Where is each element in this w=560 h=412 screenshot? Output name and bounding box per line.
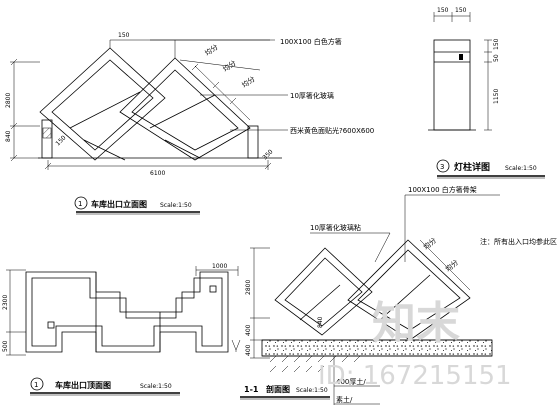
elevation-note-glass: 10厚箸化玻璃 xyxy=(290,91,334,100)
plan-outline-inner xyxy=(31,277,223,347)
section-layer-2: 素土/ xyxy=(336,395,353,404)
elevation-equal-3: 均分 xyxy=(240,74,257,89)
section-height-dim: 2800 xyxy=(245,280,252,295)
section-mid-dim: 840 xyxy=(317,316,324,328)
lamp-height-dim-2: 50 xyxy=(493,54,500,62)
plan-title: 车库出口顶面图 xyxy=(55,380,111,390)
plan-title-marker xyxy=(30,377,44,391)
lamp-title-num: 3 xyxy=(440,163,444,171)
plan-top-dim: 1000 xyxy=(212,263,227,270)
watermark-id: ID: 167215151 xyxy=(318,361,512,391)
section-panel-2-inner xyxy=(357,249,461,331)
plan-left-dim-b: 500 xyxy=(2,340,9,352)
elevation-bottom-dim: 840 xyxy=(5,130,12,142)
plan-drawing: 2300 500 1000 1 车库出口顶面图 Scale:1:50 xyxy=(2,263,239,396)
plan-scale: Scale:1:50 xyxy=(140,383,172,390)
lamp-height-dim-1: 150 xyxy=(493,38,500,50)
watermark-logo: 知末 xyxy=(372,298,460,349)
section-scale: Scale:1:50 xyxy=(296,387,328,394)
section-dim-400a: 400 xyxy=(245,324,252,336)
lamp-width-dim-2: 150 xyxy=(455,7,467,14)
elevation-scale: Scale:1:50 xyxy=(160,202,192,209)
glass-panel-right-outer xyxy=(119,57,251,161)
elevation-top-dim-a: 150 xyxy=(118,32,130,39)
elevation-height-dim: 2800 xyxy=(5,93,12,108)
elevation-equal-2: 均分 xyxy=(221,58,238,73)
lamp-title-marker xyxy=(436,159,450,173)
section-panel-1-inner xyxy=(284,257,363,327)
elevation-title: 车库出口立面图 xyxy=(91,199,147,209)
plan-left-dim: 2300 xyxy=(2,295,9,310)
elevation-equal-1: 均分 xyxy=(203,42,220,57)
glass-panel-left-inner xyxy=(51,59,154,151)
section-equal-1: 均分 xyxy=(422,236,439,252)
section-note-remark: 注：所有出入口均参此区 xyxy=(480,237,557,246)
section-note-glass: 10厚箸化玻璃粘 xyxy=(310,223,361,232)
elevation-corner-dim-left: 150 xyxy=(54,134,67,147)
lamp-height-dim-3: 1150 xyxy=(493,89,500,104)
section-title-num: 1-1 xyxy=(244,385,259,394)
elevation-width-dim: 6100 xyxy=(150,170,165,177)
watermark: 知末 ID: 167215151 xyxy=(318,298,512,391)
lamp-title: 灯柱详图 xyxy=(454,161,490,173)
section-panel-1-outer xyxy=(274,247,373,336)
lamp-scale: Scale:1:50 xyxy=(505,165,537,172)
glass-panel-right-inner xyxy=(131,69,239,151)
plan-title-num: 1 xyxy=(34,381,38,389)
elevation-corner-dim: 350 xyxy=(261,148,274,161)
section-equal-2: 均分 xyxy=(444,258,461,274)
section-dim-400b: 400 xyxy=(245,344,252,356)
lamp-width-dim-1: 150 xyxy=(437,7,449,14)
section-panel-2-outer xyxy=(347,239,471,341)
elevation-drawing: 2800 840 150 均分 均分 均分 xyxy=(5,32,374,215)
section-layer-1: 400厚土/ xyxy=(336,377,366,386)
lamp-post xyxy=(433,39,471,131)
plan-outline-outer xyxy=(25,271,229,353)
elevation-note-steel: 100X100 白色方箸 xyxy=(280,37,342,46)
lamp-detail-drawing: 150 150 150 50 1150 3 灯柱详图 Scale:1:50 xyxy=(428,7,545,179)
elevation-title-num: 1 xyxy=(78,200,82,208)
lamp-light-slot xyxy=(459,54,463,60)
glass-panel-left-outer xyxy=(39,47,166,161)
elevation-title-marker xyxy=(74,196,88,210)
section-title: 剖面图 xyxy=(266,384,290,394)
section-drawing: 100X100 白方箸骨架 10厚箸化玻璃粘 注：所有出入口均参此区 2800 … xyxy=(231,185,557,405)
section-note-frame: 100X100 白方箸骨架 xyxy=(408,185,477,194)
elevation-note-stone: 西米黄色面贴光?600X600 xyxy=(290,126,374,135)
